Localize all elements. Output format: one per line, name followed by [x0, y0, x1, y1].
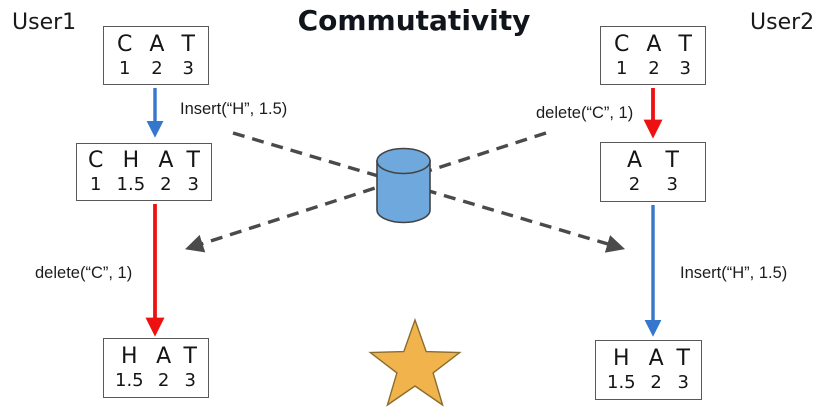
char-column: A 2	[156, 346, 171, 390]
char-column: C 1	[614, 31, 630, 79]
char-column: A 2	[649, 348, 664, 392]
char-column: C 1	[117, 31, 133, 79]
index: 2	[648, 57, 660, 79]
char-column: T 3	[678, 31, 692, 79]
char: A	[627, 148, 643, 173]
index: 3	[666, 174, 678, 195]
index: 1	[118, 57, 131, 79]
index: 3	[184, 370, 196, 391]
char-column: T 3	[666, 150, 679, 194]
char: C	[117, 31, 133, 57]
char: A	[156, 344, 172, 369]
index: 1.5	[116, 174, 146, 195]
char: T	[678, 31, 692, 57]
state-box-user2-final: H 1.5 A 2 T 3	[595, 340, 702, 400]
char-column: C 1	[88, 150, 103, 194]
user1-label: User1	[12, 10, 77, 35]
char: T	[676, 346, 690, 371]
page-title: Commutativity	[297, 4, 531, 37]
char-column: T 3	[187, 150, 200, 194]
char-column: A 2	[646, 31, 662, 79]
char: C	[88, 148, 104, 173]
char: T	[181, 31, 195, 57]
state-box-user1-final: H 1.5 A 2 T 3	[103, 338, 209, 398]
op-user1-delete-label: delete(“C”, 1)	[35, 264, 133, 282]
index: 1	[615, 57, 628, 79]
index: 2	[157, 370, 170, 391]
user2-label: User2	[750, 10, 815, 35]
index: 3	[182, 57, 194, 79]
index: 3	[677, 372, 689, 393]
index: 3	[679, 57, 691, 79]
char-column: A 2	[149, 31, 165, 79]
op-user1-insert-label: Insert(“H”, 1.5)	[180, 100, 288, 118]
char: A	[149, 31, 165, 57]
state-box-user2-after-delete: A 2 T 3	[600, 142, 706, 202]
index: 2	[160, 174, 172, 195]
op-user2-delete-label: delete(“C”, 1)	[536, 104, 634, 122]
database-icon	[376, 147, 431, 224]
char: T	[665, 148, 679, 173]
char-column: T 3	[677, 348, 690, 392]
database-top	[376, 147, 431, 175]
char: C	[614, 31, 630, 57]
database-body	[376, 160, 431, 224]
index: 3	[187, 174, 199, 195]
char-column: T 3	[181, 31, 195, 79]
char-column: H 1.5	[117, 150, 146, 194]
index: 2	[628, 174, 641, 195]
char-column: A 2	[158, 150, 173, 194]
char-column: H 1.5	[607, 348, 636, 392]
index: 1.5	[115, 370, 144, 391]
char-column: H 1.5	[115, 346, 144, 390]
sync-arrow-user2-to-user1	[185, 131, 547, 253]
char: H	[613, 346, 630, 371]
char: T	[183, 344, 197, 369]
char: H	[121, 344, 138, 369]
char: A	[158, 148, 174, 173]
state-box-user1-initial: C 1 A 2 T 3	[103, 26, 209, 85]
char: A	[648, 346, 664, 371]
char-column: A 2	[627, 150, 642, 194]
index: 2	[650, 372, 662, 393]
char: A	[646, 31, 662, 57]
index: 2	[151, 57, 163, 79]
state-box-user2-initial: C 1 A 2 T 3	[600, 26, 706, 85]
star-icon	[368, 317, 462, 407]
op-user2-insert-label: Insert(“H”, 1.5)	[680, 264, 788, 282]
char: H	[122, 148, 140, 173]
index: 1	[89, 174, 102, 195]
char: T	[186, 148, 200, 173]
char-column: T 3	[184, 346, 197, 390]
index: 1.5	[607, 372, 636, 393]
state-box-user1-after-insert: C 1 H 1.5 A 2 T 3	[76, 143, 212, 201]
